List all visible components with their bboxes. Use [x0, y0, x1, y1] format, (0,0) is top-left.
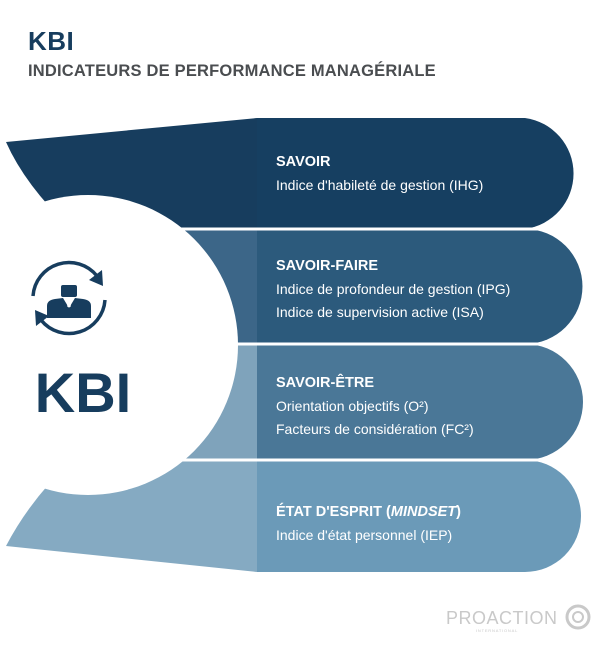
center-circle	[0, 195, 238, 495]
logo-tagline: INTERNATIONAL	[476, 628, 518, 633]
section-item-iep: Indice d'état personnel (IEP)	[276, 527, 452, 543]
page-title: KBI	[28, 26, 75, 56]
section-item-ihg: Indice d'habileté de gestion (IHG)	[276, 177, 483, 193]
section-item-o2: Orientation objectifs (O²)	[276, 398, 429, 414]
bar-savoir	[257, 118, 574, 229]
section-item-isa: Indice de supervision active (ISA)	[276, 304, 484, 320]
section-title-savoir: SAVOIR	[276, 154, 331, 170]
section-title-etat-esprit: ÉTAT D'ESPRIT (MINDSET)	[276, 503, 461, 520]
page-subtitle: INDICATEURS DE PERFORMANCE MANAGÉRIALE	[28, 62, 436, 80]
center-kbi-label: KBI	[35, 361, 131, 424]
manager-cycle-icon	[31, 260, 107, 336]
section-title-savoir-faire: SAVOIR-FAIRE	[276, 258, 378, 274]
logo-circle-icon	[565, 604, 591, 630]
bar-etat-esprit	[257, 460, 581, 572]
section-title-etat-esprit-start: ÉTAT D'ESPRIT (	[276, 503, 391, 520]
section-title-savoir-etre: SAVOIR-ÊTRE	[276, 373, 374, 391]
bar-savoir-faire	[257, 229, 583, 344]
section-item-ipg: Indice de profondeur de gestion (IPG)	[276, 281, 510, 297]
section-item-fc2: Facteurs de considération (FC²)	[276, 421, 474, 437]
logo-circle-inner	[572, 611, 584, 623]
section-title-etat-esprit-end: )	[456, 504, 461, 520]
section-title-etat-esprit-emphasis: MINDSET	[391, 504, 457, 520]
proaction-logo: PROACTION INTERNATIONAL	[446, 604, 591, 633]
bar-savoir-etre	[257, 344, 583, 460]
logo-wordmark: PROACTION	[446, 608, 558, 628]
